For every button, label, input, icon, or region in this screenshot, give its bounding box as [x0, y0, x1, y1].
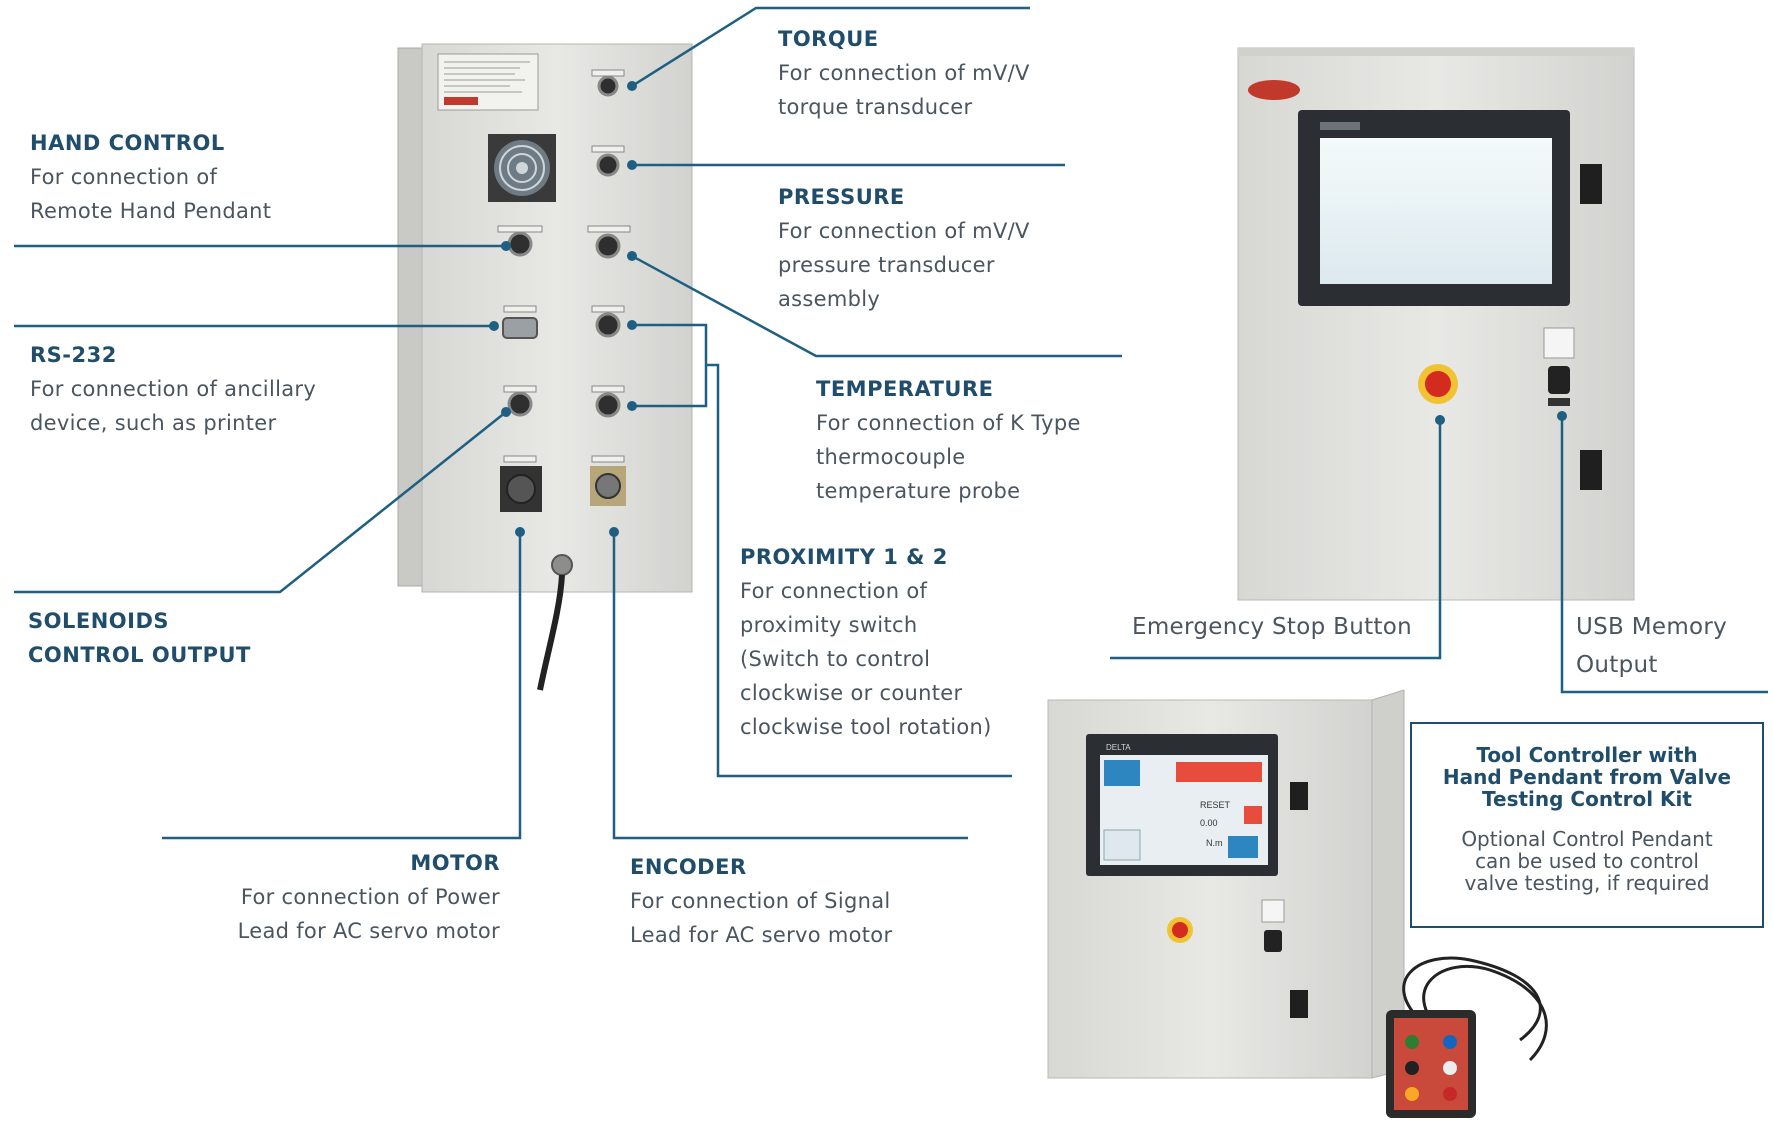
callout-line: device, such as printer [30, 411, 277, 435]
callout-pressure: PRESSURE For connection of mV/V pressure… [778, 180, 1030, 316]
callout-title: TORQUE [778, 27, 879, 51]
connector-enclosure [397, 43, 693, 691]
callout-usb: USB Memory Output [1576, 608, 1727, 684]
callout-title: TEMPERATURE [816, 377, 994, 401]
hmi-readout-unit: N.m [1206, 838, 1223, 848]
leader-dots [489, 81, 1567, 537]
callout-line: thermocouple [816, 445, 966, 469]
hmi-brand: DELTA [1106, 743, 1131, 752]
callout-title: MOTOR [410, 851, 500, 875]
callout-line: clockwise tool rotation) [740, 715, 992, 739]
kit-body-line: can be used to control [1475, 849, 1699, 873]
callout-motor: MOTOR For connection of Power Lead for A… [160, 846, 500, 948]
callout-title: SOLENOIDS [28, 609, 169, 633]
callout-estop: Emergency Stop Button [1132, 608, 1412, 646]
callout-line: torque transducer [778, 95, 973, 119]
callout-line: For connection of ancillary [30, 377, 317, 401]
callout-line: For connection of [30, 165, 218, 189]
callout-line: clockwise or counter [740, 681, 963, 705]
callout-line: proximity switch [740, 613, 918, 637]
leader-lines [14, 6, 1768, 840]
callout-line: For connection of mV/V [778, 61, 1030, 85]
callout-line: Output [1576, 652, 1658, 678]
callout-line: (Switch to control [740, 647, 931, 671]
callout-title: PRESSURE [778, 185, 905, 209]
callout-line: For connection of [740, 579, 928, 603]
callout-encoder: ENCODER For connection of Signal Lead fo… [630, 850, 892, 952]
hmi-reset-label: RESET [1200, 800, 1231, 810]
callout-line: Lead for AC servo motor [630, 923, 893, 947]
callout-title: ENCODER [630, 855, 747, 879]
callout-title: PROXIMITY 1 & 2 [740, 545, 948, 569]
callout-line: temperature probe [816, 479, 1021, 503]
callout-proximity: PROXIMITY 1 & 2 For connection of proxim… [740, 540, 992, 744]
callout-line: Remote Hand Pendant [30, 199, 272, 223]
callout-line: For connection of mV/V [778, 219, 1030, 243]
callout-line: assembly [778, 287, 881, 311]
callout-torque: TORQUE For connection of mV/V torque tra… [778, 22, 1030, 124]
callout-hand-control: HAND CONTROL For connection of Remote Ha… [30, 126, 271, 228]
hand-pendant [1386, 956, 1548, 1118]
kit-body-line: Optional Control Pendant [1461, 827, 1713, 851]
callout-line: For connection of K Type [816, 411, 1081, 435]
hmi-readout-value: 0.00 [1200, 818, 1218, 828]
callout-solenoids: SOLENOIDS CONTROL OUTPUT [28, 604, 251, 672]
kit-body-line: valve testing, if required [1464, 871, 1710, 895]
callout-title: RS-232 [30, 343, 117, 367]
callout-line: For connection of Power [240, 885, 500, 909]
kit-title-line: Testing Control Kit [1482, 787, 1692, 811]
controller-enclosure-small [1047, 689, 1405, 1079]
controller-enclosure-large [1237, 47, 1635, 601]
kit-title-line: Tool Controller with [1476, 743, 1698, 767]
callout-line: For connection of Signal [630, 889, 891, 913]
callout-line: Lead for AC servo motor [237, 919, 500, 943]
callout-line: Emergency Stop Button [1132, 614, 1412, 640]
kit-info-box: Tool Controller with Hand Pendant from V… [1410, 722, 1764, 928]
callout-title: CONTROL OUTPUT [28, 643, 251, 667]
callout-temperature: TEMPERATURE For connection of K Type the… [816, 372, 1081, 508]
callout-rs232: RS-232 For connection of ancillary devic… [30, 338, 316, 440]
callout-line: USB Memory [1576, 614, 1728, 640]
callout-title: HAND CONTROL [30, 131, 225, 155]
kit-title-line: Hand Pendant from Valve [1442, 765, 1732, 789]
callout-line: pressure transducer [778, 253, 995, 277]
